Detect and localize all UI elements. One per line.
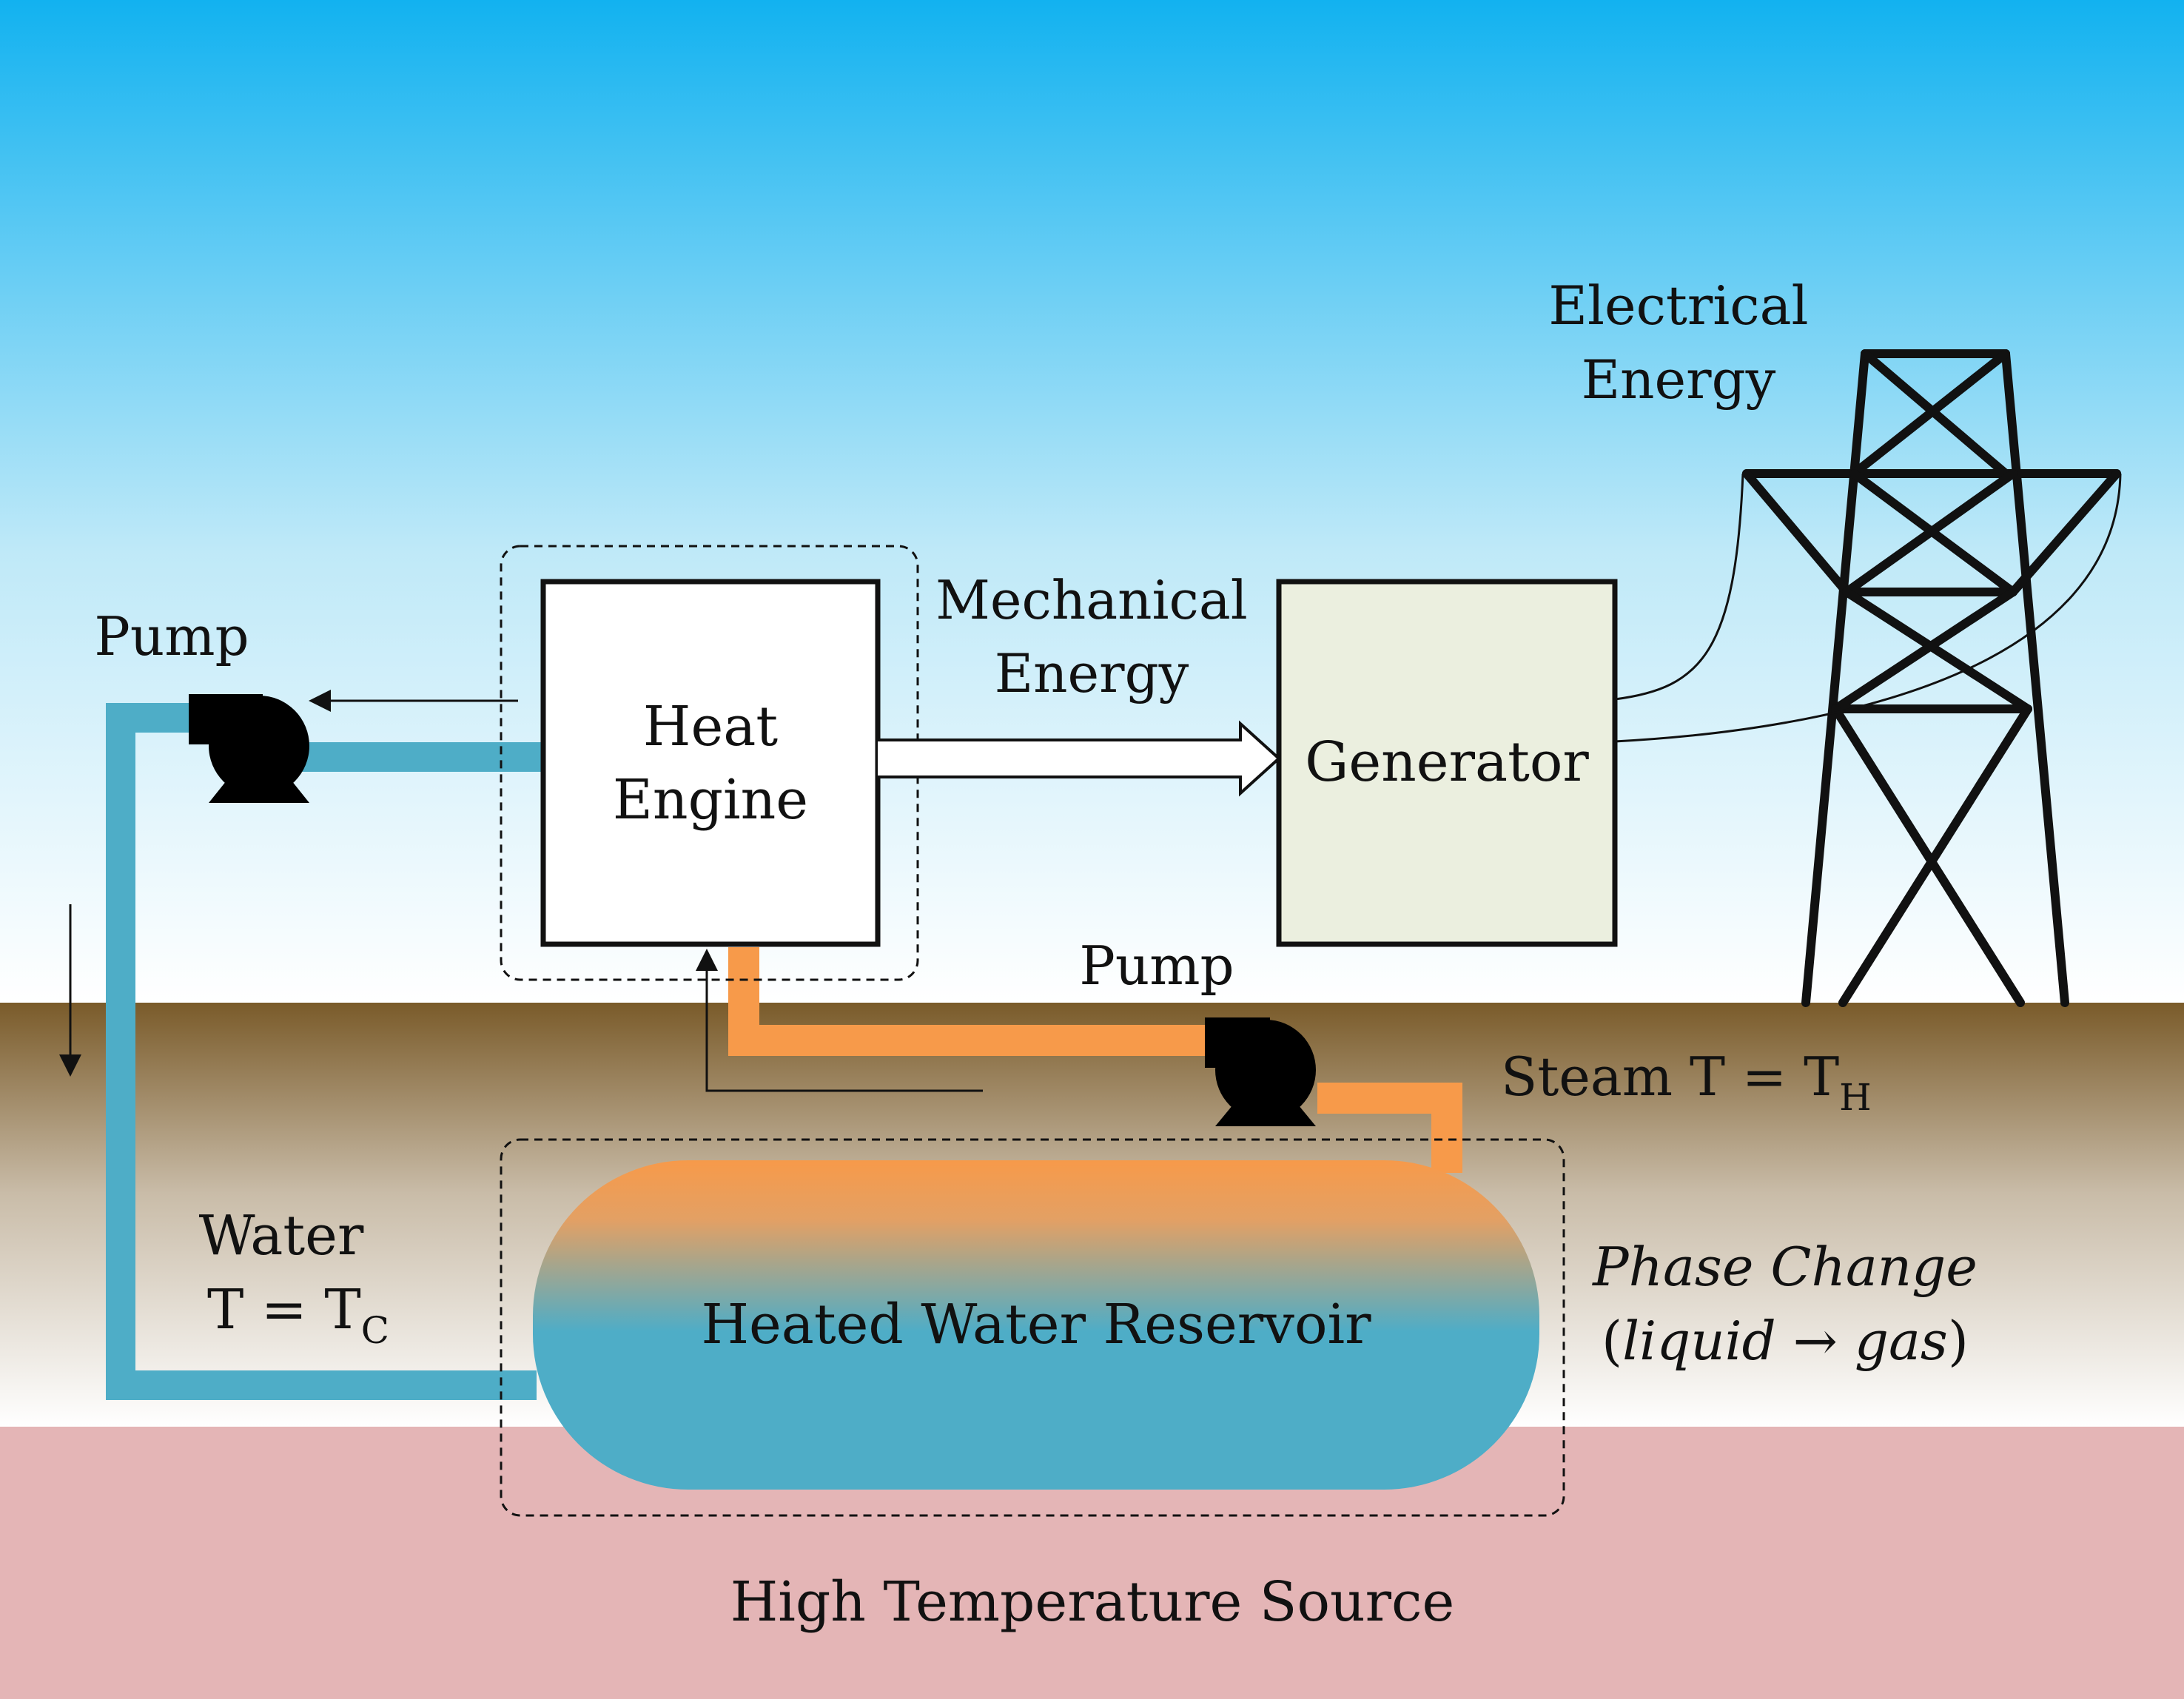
- water-temperature-text: T = TC: [207, 1278, 389, 1352]
- hollow-arrow-icon: [878, 720, 1281, 797]
- water-label-line1: Water: [199, 1204, 364, 1268]
- steam-temperature-label: Steam T = TH: [1501, 1046, 1872, 1119]
- generator-label: Generator: [1305, 730, 1589, 794]
- steam-pipe: [728, 947, 1462, 1173]
- transmission-tower-icon: [1742, 349, 2121, 1007]
- heat-engine-label-line2: Engine: [613, 768, 808, 832]
- flow-arrow-up-to-engine: [696, 949, 983, 1092]
- heated-water-reservoir: [533, 1160, 1539, 1490]
- electrical-energy-label-line2: Energy: [1582, 349, 1776, 411]
- electrical-energy-label-line1: Electrical: [1548, 275, 1808, 337]
- phase-change-label-line2: (liquid → gas): [1602, 1310, 1969, 1372]
- pump-icon: [1205, 1017, 1316, 1126]
- steam-temperature-text: Steam T = TH: [1501, 1046, 1872, 1119]
- pump-left-label: Pump: [94, 605, 249, 667]
- mechanical-energy-label-line1: Mechanical: [935, 569, 1248, 631]
- power-wires: [1614, 473, 2122, 743]
- heat-engine-box: [540, 579, 881, 947]
- high-temperature-source-label: High Temperature Source: [730, 1570, 1455, 1634]
- pump-bottom-label: Pump: [1079, 935, 1234, 997]
- water-temperature-label: T = TC: [207, 1278, 389, 1352]
- reservoir-label: Heated Water Reservoir: [701, 1293, 1371, 1356]
- mechanical-energy-label-line2: Energy: [995, 642, 1189, 704]
- pump-icon: [189, 694, 309, 803]
- heat-engine-label-line1: Heat: [643, 695, 778, 758]
- reservoir-system-boundary: [500, 1138, 1565, 1517]
- phase-change-label-line1: Phase Change: [1591, 1236, 1978, 1298]
- generator-box: [1276, 579, 1618, 947]
- sky-background: [0, 0, 2184, 1003]
